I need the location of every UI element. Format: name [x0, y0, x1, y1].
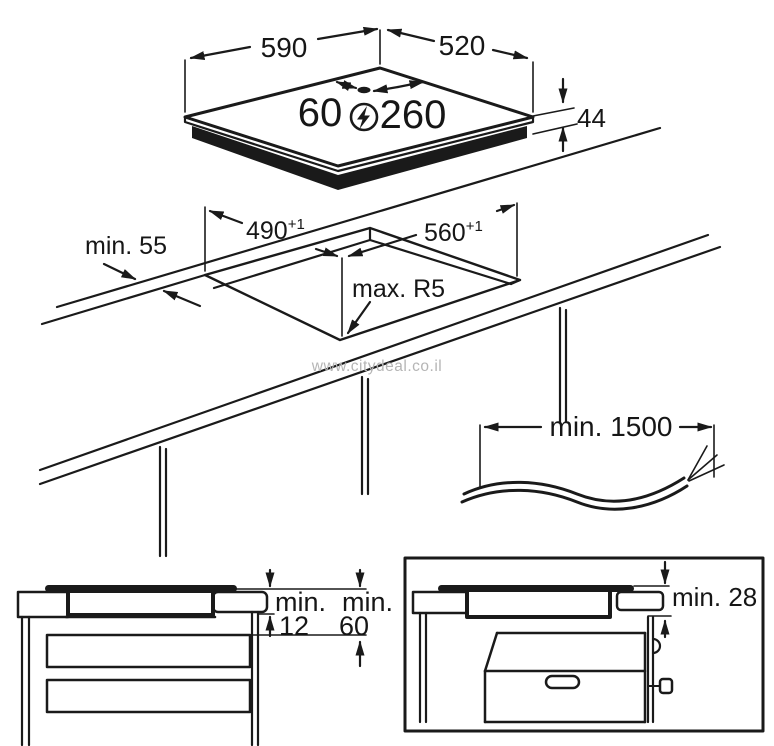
hob-top-view: 590 520 44 60 260 — [183, 26, 606, 190]
worktop-front-edge-bottom — [38, 245, 722, 486]
cutout-outline — [203, 226, 522, 342]
dim-min12-value: 12 — [279, 611, 309, 641]
drawer-section-view: min. 12 min. 60 — [16, 568, 393, 746]
drawer-1 — [45, 633, 252, 669]
dim-min60-prefix: min. — [342, 587, 393, 617]
dim-max-r5: max. R5 — [346, 275, 445, 335]
hob-glass-edge — [183, 115, 535, 173]
hob-body-section-2 — [465, 588, 612, 619]
dim-min-55: min. 55 — [85, 232, 202, 308]
support-panel-right — [646, 615, 662, 724]
adjustment-screw-head — [658, 677, 674, 695]
dim-520-label: 520 — [439, 30, 486, 61]
dim-490-label: 490+1 — [246, 216, 305, 245]
dim-44-label: 44 — [577, 103, 606, 133]
dim-560: 560+1 — [347, 202, 518, 277]
hinge-bump — [651, 637, 662, 655]
dim-min60-value: 60 — [339, 611, 369, 641]
worktop-cutout-view: 490+1 560+1 min. 55 max. R5 — [38, 126, 722, 558]
worktop-front-edge-top — [38, 233, 710, 472]
dim-min28-label: min. 28 — [672, 582, 757, 612]
dim-maxr5-label: max. R5 — [352, 275, 445, 303]
dim-44: 44 — [532, 77, 606, 153]
dim-560-label: 560+1 — [424, 218, 483, 247]
electrical-connection-icon — [349, 102, 379, 132]
worktop-back-edge — [55, 126, 662, 309]
cabinet-sides — [20, 610, 260, 746]
oven — [483, 631, 674, 724]
worktop-right-piece — [211, 590, 269, 614]
dim-cable-length-label: min. 1500 — [550, 411, 673, 442]
drawer-2 — [45, 678, 252, 714]
dim-min12-prefix: min. — [275, 587, 326, 617]
mains-cable — [460, 445, 725, 511]
dim-490: 490+1 — [204, 206, 339, 272]
dim-590: 590 — [184, 26, 381, 113]
dim-520: 520 — [386, 28, 534, 113]
oven-handle — [544, 674, 581, 690]
dim-min-60: min. 60 — [339, 568, 393, 668]
hob-body-section — [66, 589, 215, 617]
hob-base — [192, 126, 527, 190]
dim-260: 260 — [372, 80, 447, 137]
worktop-right-piece-2 — [615, 590, 665, 612]
dim-min-12: min. 12 — [265, 568, 326, 641]
cabinet-panels — [158, 306, 568, 558]
dim-590-label: 590 — [261, 32, 308, 63]
worktop-left-piece — [16, 590, 70, 619]
panel-border — [403, 556, 765, 733]
dim-min-28: min. 28 — [660, 560, 757, 639]
cable-length-diagram: min. 1500 — [460, 411, 725, 511]
oven-section-view: min. 28 — [403, 556, 765, 733]
watermark: www.citydeal.co.il — [311, 358, 442, 375]
dim-60-label: 60 — [298, 91, 343, 135]
worktop-left-piece-2 — [411, 590, 469, 615]
cable-entry-point — [357, 86, 371, 94]
cabinet-side-left — [418, 611, 428, 724]
dim-60: 60 — [298, 80, 371, 135]
dim-min55-label: min. 55 — [85, 232, 167, 260]
dim-260-label: 260 — [380, 93, 447, 137]
cutout-edge-extension — [40, 273, 207, 326]
